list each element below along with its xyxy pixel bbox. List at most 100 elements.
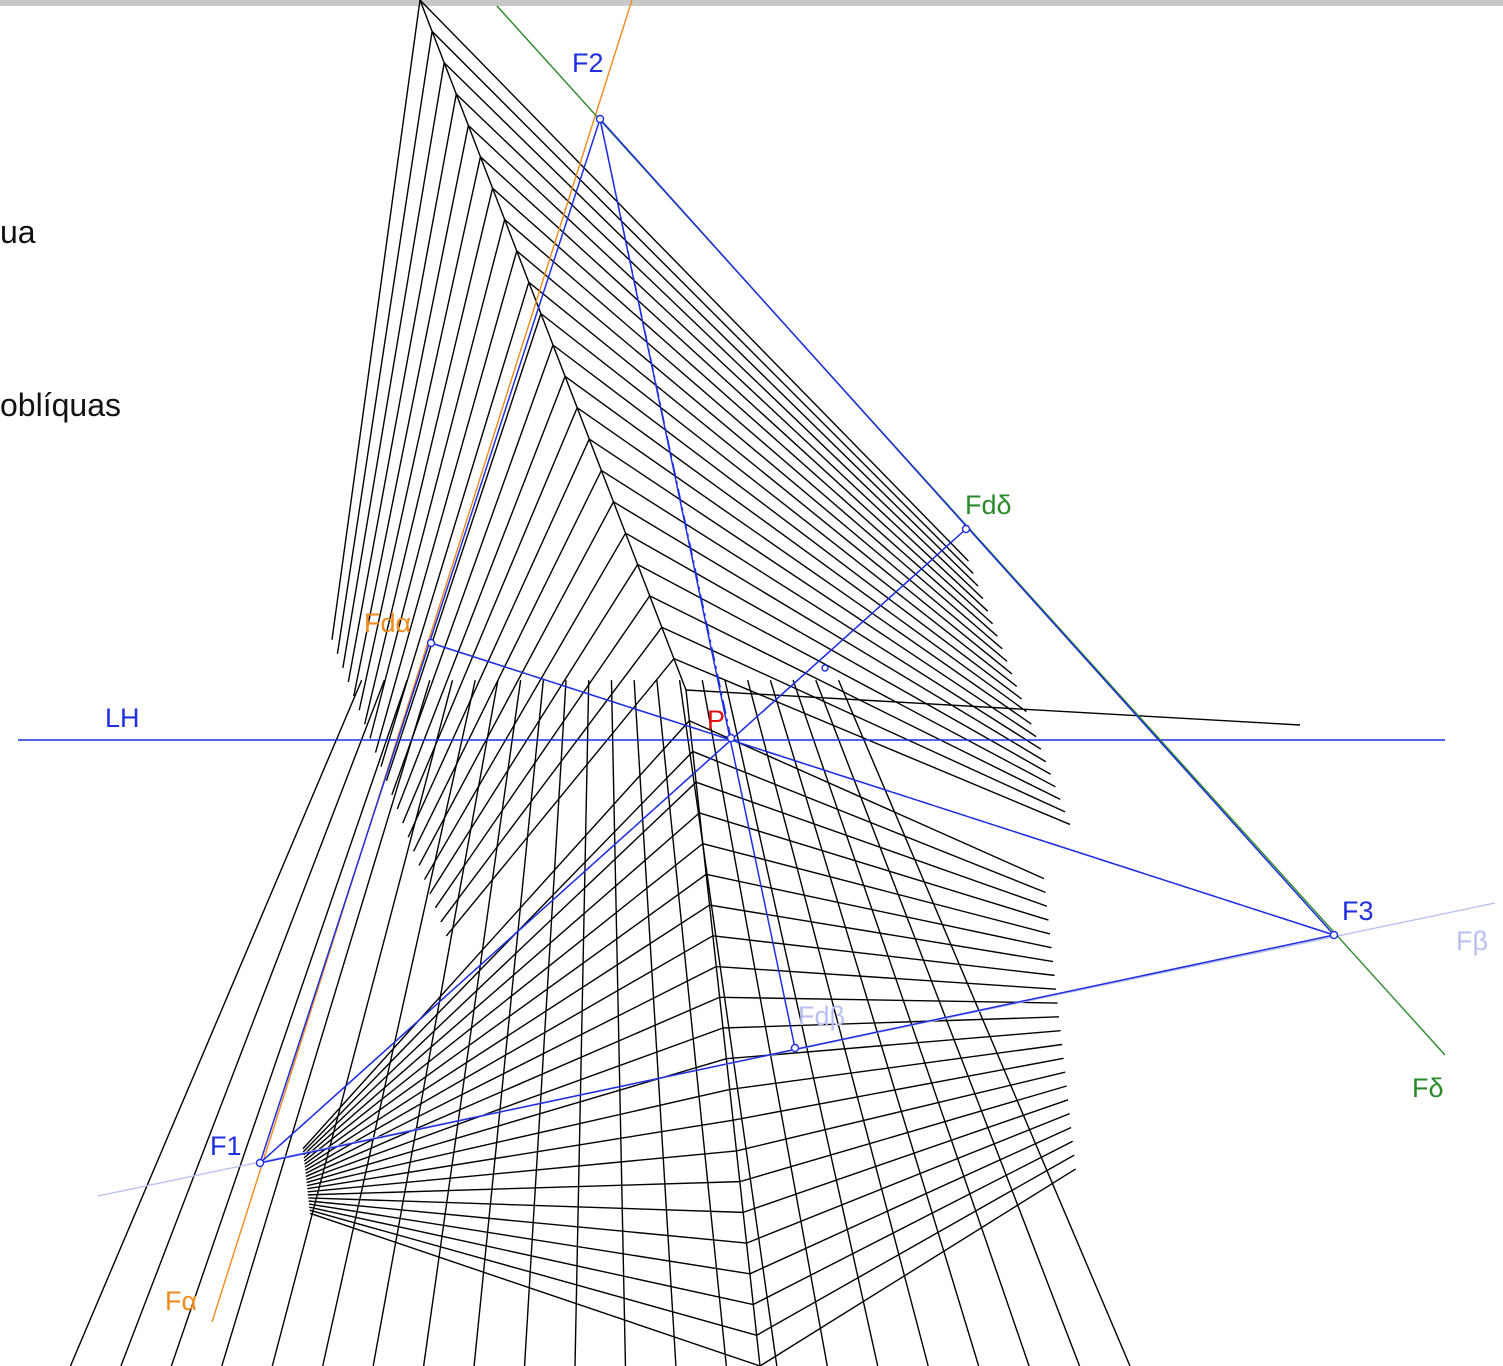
perspective-grid	[69, 0, 1301, 1366]
grid-line-wall-a	[342, 62, 445, 668]
point-f3	[1329, 930, 1339, 940]
label-f-alpha: Fα	[165, 1286, 197, 1316]
grid-line-floor-b	[722, 1016, 1060, 1029]
grid-line-floor-a	[307, 1150, 737, 1193]
grid-line-floor-a	[307, 1119, 734, 1190]
grid-line-wall-b	[600, 469, 1042, 750]
grid-line-fan	[656, 680, 728, 1366]
grid-line-wall-b	[564, 375, 1027, 713]
grid-line-fan	[120, 679, 386, 1366]
point-f1	[255, 1158, 265, 1168]
dashdot-f1-fd-delta	[259, 528, 967, 1164]
grid-line-wall-b	[613, 501, 1047, 763]
grid-line-wall-a	[358, 156, 482, 711]
grid-line-fan	[422, 680, 522, 1366]
grid-line-fan	[747, 679, 929, 1366]
point-fd-delta	[961, 524, 971, 534]
point-p	[726, 733, 736, 743]
grid-line-floor-a	[309, 1212, 761, 1366]
grid-line-fan	[271, 679, 454, 1366]
grid-line-floor-b	[689, 720, 1045, 880]
grid-line-fan	[610, 680, 627, 1366]
grid-line-fan	[372, 680, 499, 1366]
grid-line-floor-a	[307, 1180, 740, 1196]
label-fd-beta: Fdβ	[798, 1001, 845, 1031]
grid-line-fan	[792, 679, 1030, 1366]
grid-line-floor-a	[302, 720, 690, 1150]
grid-line-fan	[701, 680, 828, 1366]
label-f-delta: Fδ	[1412, 1073, 1444, 1103]
point-markers	[255, 114, 1339, 1168]
grid-line-wall-a	[396, 376, 566, 810]
grid-line-wall-a	[412, 470, 602, 852]
grid-line-wall-b	[661, 626, 1066, 813]
grid-line-floor-b	[702, 842, 1051, 935]
grid-line-wall-a	[429, 564, 639, 895]
grid-line-wall-a	[336, 31, 433, 654]
dashdot-lines	[259, 118, 1335, 1164]
grid-line-fan	[724, 679, 879, 1366]
grid-line-wall-a	[347, 93, 457, 683]
grid-line-wall-b	[492, 187, 998, 637]
grid-line-floor-a	[306, 1088, 730, 1187]
label-fd-alpha: Fdα	[364, 608, 411, 638]
label-p: P	[707, 705, 725, 735]
grid-line-fan	[678, 680, 778, 1366]
grid-line-wall-b	[419, 0, 969, 562]
label-f-beta: Fβ	[1456, 926, 1488, 956]
grid-line-wall-a	[402, 407, 578, 824]
trace-alpha	[211, 0, 633, 1323]
grid-line-floor-b	[732, 1057, 1064, 1121]
dashdot-f2-p	[599, 118, 732, 739]
grid-line-wall-a	[423, 532, 627, 880]
grid-line-wall-a	[434, 595, 651, 909]
grid-line-floor-a	[302, 750, 694, 1153]
grid-line-wall-b	[528, 281, 1013, 675]
grid-line-floor-b	[752, 1140, 1073, 1306]
grid-line-wall-b	[443, 62, 979, 587]
grid-line-wall-b	[540, 313, 1018, 688]
grid-line-fan	[170, 679, 408, 1366]
dashdot-fd-alpha-f3	[430, 642, 1335, 936]
label-f2: F2	[572, 48, 604, 78]
side-text-2: oblíquas	[0, 387, 121, 423]
grid-line-fan	[815, 679, 1081, 1366]
grid-line-floor-a	[303, 781, 697, 1156]
grid-line-wall-b	[479, 156, 994, 625]
grid-line-wall-a	[363, 188, 494, 725]
label-lh: LH	[105, 703, 140, 733]
grid-line-floor-a	[309, 1206, 754, 1306]
grid-line-wall-b	[431, 30, 974, 575]
grid-line-fan	[69, 679, 363, 1366]
grid-line-floor-b	[719, 996, 1058, 1004]
grid-line-wall-a	[391, 344, 554, 796]
grid-line-floor-b	[746, 1112, 1070, 1244]
grid-line-floor-b	[759, 1168, 1077, 1366]
grid-line-floor-b	[709, 904, 1054, 963]
grid-line-floor-a	[305, 996, 720, 1178]
grid-line-floor-a	[306, 1027, 724, 1181]
grid-line-floor-a	[304, 935, 714, 1171]
label-f3: F3	[1342, 896, 1374, 926]
grid-line-fan	[633, 680, 677, 1366]
grid-line-wall-a	[380, 282, 530, 767]
grid-line-wall-a	[374, 250, 518, 753]
grid-line-floor-b	[729, 1043, 1063, 1091]
grid-line-fan	[574, 680, 590, 1366]
grid-line-floor-b	[742, 1099, 1069, 1214]
grid-line-floor-b	[706, 873, 1052, 949]
grid-line-floor-b	[739, 1085, 1067, 1183]
grid-line-wall-a	[418, 501, 615, 866]
label-fd-delta: Fdδ	[965, 490, 1012, 520]
grid-line-floor-b	[749, 1126, 1072, 1275]
grid-line-floor-b	[712, 935, 1055, 977]
grid-line-floor-a	[303, 812, 700, 1159]
grid-line-wall-b	[649, 595, 1061, 800]
grid-line-wall-b	[576, 407, 1032, 725]
grid-line-floor-a	[308, 1197, 744, 1214]
grid-line-wall-b	[637, 563, 1056, 788]
grid-line-wall-b	[467, 124, 989, 612]
point-f2	[595, 114, 605, 124]
point-fd-alpha	[426, 638, 436, 648]
grid-line-wall-a	[353, 125, 470, 697]
